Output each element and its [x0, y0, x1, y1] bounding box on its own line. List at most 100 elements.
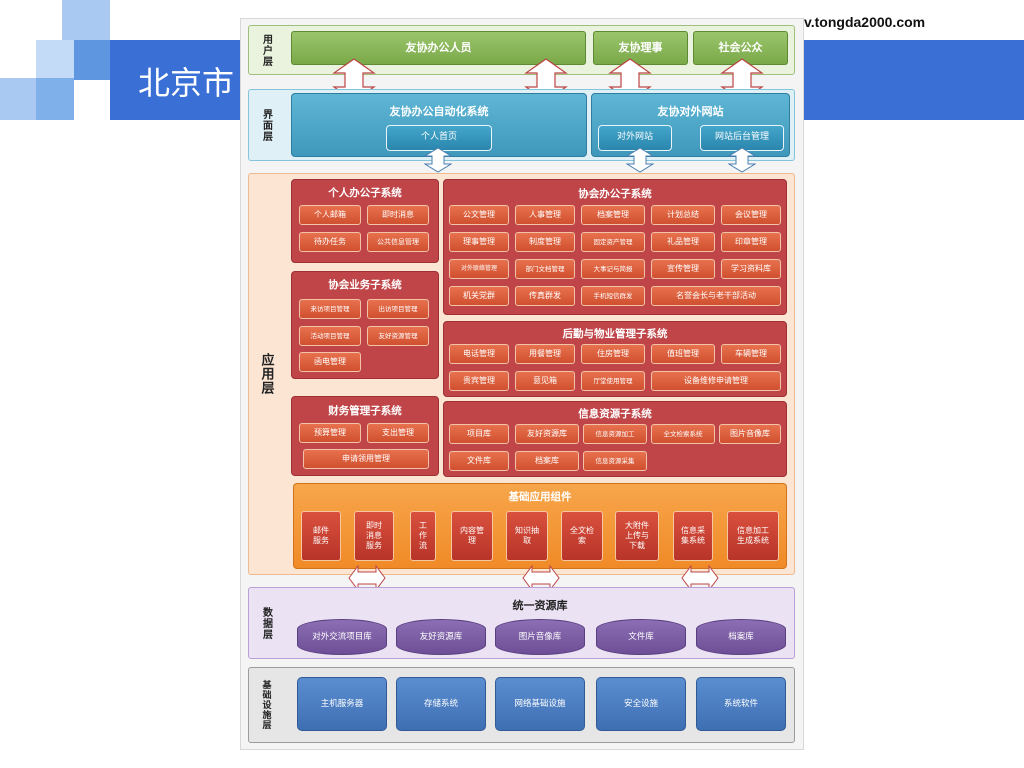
- component-item: 即时消息服务: [354, 511, 394, 561]
- slide-url: v.tongda2000.com: [804, 14, 926, 30]
- office-item: 档案管理: [581, 205, 645, 225]
- data-store-item: 图片音像库: [495, 619, 585, 655]
- logistics-item: 设备维修申请管理: [651, 371, 781, 391]
- logistics-item: 贵宾管理: [449, 371, 509, 391]
- office-item: 固定资产管理: [581, 232, 645, 252]
- finance-item: 支出管理: [367, 423, 429, 443]
- decor-square: [36, 78, 74, 120]
- component-item: 知识抽取: [506, 511, 548, 561]
- infra-item: 系统软件: [696, 677, 786, 731]
- business-item: 出访项目管理: [367, 299, 429, 319]
- component-item: 工作流: [410, 511, 436, 561]
- office-item: 学习资料库: [721, 259, 781, 279]
- finance-item: 预算管理: [299, 423, 361, 443]
- app-layer-label: 应用层: [258, 353, 274, 395]
- double-arrow-icon: [522, 565, 560, 591]
- data-store-item: 档案库: [696, 619, 786, 655]
- personal-item: 待办任务: [299, 232, 361, 252]
- office-item: 部门文档管理: [515, 259, 575, 279]
- info-item: 档案库: [515, 451, 579, 471]
- decor-square: [62, 0, 110, 40]
- office-item: 计划总结: [651, 205, 715, 225]
- office-item: 宣传管理: [651, 259, 715, 279]
- office-title: 协会办公子系统: [578, 188, 652, 200]
- double-arrow-icon: [424, 147, 452, 173]
- logistics-item: 值班管理: [651, 344, 715, 364]
- resource-library-title: 统一资源库: [512, 599, 568, 612]
- logistics-item: 车辆管理: [721, 344, 781, 364]
- office-item: 印章管理: [721, 232, 781, 252]
- logistics-item: 用餐管理: [515, 344, 575, 364]
- office-item: 公文管理: [449, 205, 509, 225]
- personal-item: 个人邮箱: [299, 205, 361, 225]
- data-store-item: 友好资源库: [396, 619, 486, 655]
- double-arrow-icon: [681, 565, 719, 591]
- office-item: 大事记与简报: [581, 259, 645, 279]
- info-item: 友好资源库: [515, 424, 579, 444]
- info-item: 全文检索系统: [651, 424, 715, 444]
- double-arrow-icon: [728, 147, 756, 173]
- external-website-title: 友协对外网站: [657, 105, 724, 118]
- finance-item: 申请领用管理: [303, 449, 429, 469]
- logistics-title: 后勤与物业管理子系统: [562, 328, 668, 340]
- architecture-diagram: 用户层 友协办公人员 友协理事 社会公众 界面层 友协办公自动化系统 个人首页 …: [240, 18, 804, 750]
- infra-item: 网络基础设施: [495, 677, 585, 731]
- ui-layer-label: 界面层: [260, 108, 272, 142]
- office-item: 对外联络管理: [449, 259, 509, 279]
- base-components-title: 基础应用组件: [508, 491, 572, 503]
- data-store-item: 文件库: [596, 619, 686, 655]
- office-item: 礼品管理: [651, 232, 715, 252]
- double-arrow-icon: [626, 147, 654, 173]
- office-item: 制度管理: [515, 232, 575, 252]
- slide-title: 北京市: [138, 64, 235, 102]
- personal-item: 公共信息管理: [367, 232, 429, 252]
- info-item: 图片音像库: [719, 424, 781, 444]
- component-item: 大附件上传与下载: [615, 511, 659, 561]
- logistics-item: 意见箱: [515, 371, 575, 391]
- infra-item: 存储系统: [396, 677, 486, 731]
- double-arrow-icon: [348, 565, 386, 591]
- personal-office-title: 个人办公子系统: [328, 187, 402, 199]
- business-item: 友好资源管理: [367, 326, 429, 346]
- infra-item: 安全设施: [596, 677, 686, 731]
- office-item: 机关党群: [449, 286, 509, 306]
- decor-square: [0, 78, 36, 120]
- website-admin-button: 网站后台管理: [700, 125, 784, 151]
- logistics-item: 住房管理: [581, 344, 645, 364]
- office-item: 手机短信群发: [581, 286, 645, 306]
- info-resources-title: 信息资源子系统: [578, 408, 652, 420]
- business-item: 来访项目管理: [299, 299, 361, 319]
- business-title: 协会业务子系统: [328, 279, 402, 291]
- office-item: 理事管理: [449, 232, 509, 252]
- info-item: 项目库: [449, 424, 509, 444]
- data-layer-label: 数据层: [260, 606, 272, 640]
- personal-home-button: 个人首页: [386, 125, 492, 151]
- user-office-staff: 友协办公人员: [291, 31, 586, 65]
- office-item: 传真群发: [515, 286, 575, 306]
- infra-layer-label: 基础设施层: [260, 680, 271, 730]
- office-item: 人事管理: [515, 205, 575, 225]
- infra-item: 主机服务器: [297, 677, 387, 731]
- oa-system-title: 友协办公自动化系统: [389, 105, 489, 118]
- info-item: 文件库: [449, 451, 509, 471]
- component-item: 邮件服务: [301, 511, 341, 561]
- personal-item: 即时消息: [367, 205, 429, 225]
- info-item: 信息资源加工: [583, 424, 647, 444]
- component-item: 全文检索: [561, 511, 603, 561]
- component-item: 信息采集系统: [673, 511, 713, 561]
- decor-square: [74, 40, 110, 80]
- decor-square: [36, 40, 74, 78]
- component-item: 内容管理: [451, 511, 493, 561]
- office-item: 名誉会长与老干部活动: [651, 286, 781, 306]
- user-layer-label: 用户层: [260, 33, 272, 67]
- logistics-item: 厅堂使用管理: [581, 371, 645, 391]
- info-item: 信息资源采集: [583, 451, 647, 471]
- office-item: 会议管理: [721, 205, 781, 225]
- business-item: 函电管理: [299, 352, 361, 372]
- business-item: 活动项目管理: [299, 326, 361, 346]
- logistics-item: 电话管理: [449, 344, 509, 364]
- data-store-item: 对外交流项目库: [297, 619, 387, 655]
- component-item: 信息加工生成系统: [727, 511, 779, 561]
- finance-title: 财务管理子系统: [328, 405, 402, 417]
- user-directors: 友协理事: [593, 31, 688, 65]
